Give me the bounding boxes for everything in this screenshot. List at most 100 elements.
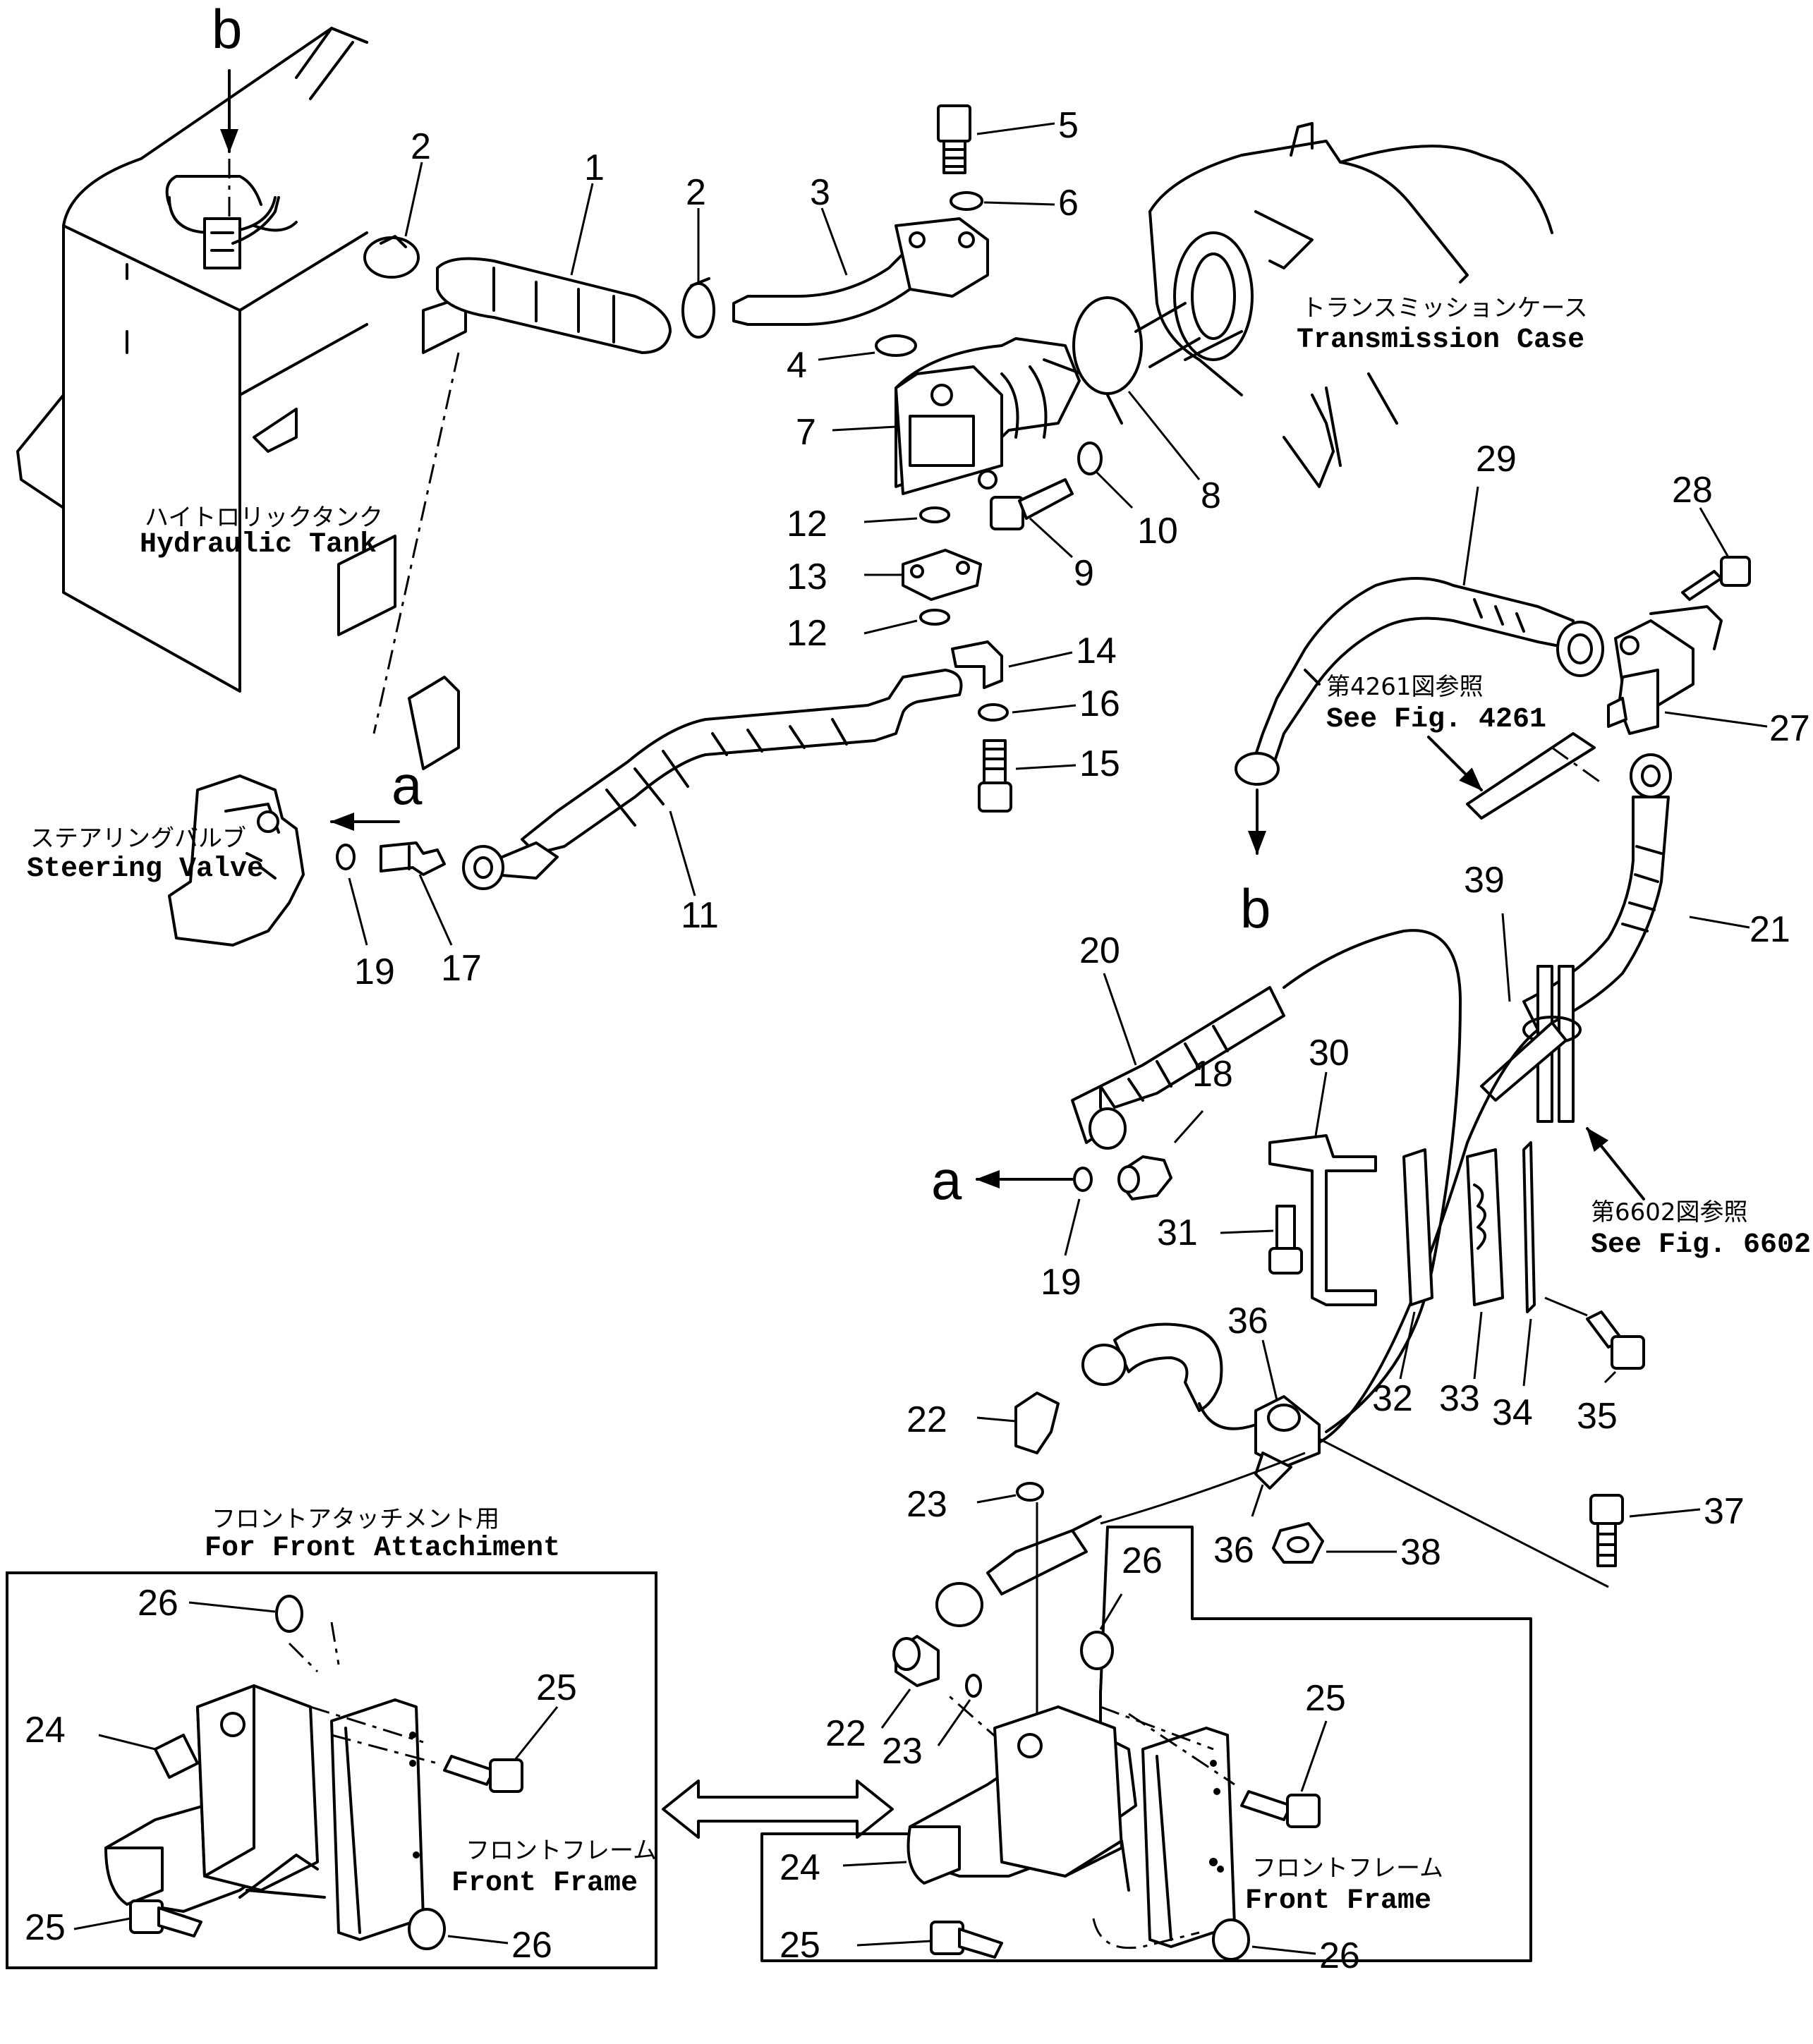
elbow-22 xyxy=(1014,1392,1060,1454)
steering-valve xyxy=(168,774,305,947)
callout-2a: 2 xyxy=(411,126,431,167)
callout-26b: 26 xyxy=(511,1925,552,1966)
callout-12a: 12 xyxy=(787,504,827,545)
marker-b-bottom: b xyxy=(1240,877,1271,939)
valve-24-right xyxy=(907,1705,1137,1892)
o-ring-23a xyxy=(1016,1482,1044,1502)
clip-14 xyxy=(951,640,1003,689)
callout-23b: 23 xyxy=(882,1731,923,1772)
o-ring-23b xyxy=(965,1674,982,1698)
callout-4: 4 xyxy=(787,345,807,386)
marker-b-top: b xyxy=(212,0,242,60)
front-frame-jp-label-right: フロントフレーム xyxy=(1252,1854,1443,1882)
front-attachment-jp-label: フロントアタッチメント用 xyxy=(212,1505,499,1533)
o-ring-12a xyxy=(919,506,950,523)
callout-22b: 22 xyxy=(825,1713,866,1754)
callout-19a: 19 xyxy=(354,951,395,992)
callout-28: 28 xyxy=(1672,470,1713,511)
marker-a-right: a xyxy=(931,1149,962,1211)
tee-27 xyxy=(1607,605,1723,735)
steering-valve-label: Steering Valve xyxy=(27,853,264,885)
see-fig-4261-jp: 第4261図参照 xyxy=(1326,673,1484,701)
marker-a-left: a xyxy=(392,754,423,816)
callout-3: 3 xyxy=(810,172,830,213)
callout-10: 10 xyxy=(1137,511,1178,552)
callout-19b: 19 xyxy=(1041,1262,1081,1303)
bolt-25c xyxy=(1240,1790,1321,1828)
pump-7 xyxy=(895,337,1123,495)
hose-11 xyxy=(462,669,963,890)
clamp-middle xyxy=(681,277,715,339)
hydraulic-tank xyxy=(16,27,467,770)
clamp-33 xyxy=(1466,1148,1504,1306)
see-fig-6602: See Fig. 6602 xyxy=(1591,1229,1811,1261)
elbow-22b xyxy=(892,1635,940,1687)
nut-26d xyxy=(1212,1918,1250,1961)
hose-upper xyxy=(1081,1322,1257,1430)
transmission-case xyxy=(1134,122,1553,488)
hose-20 xyxy=(1071,986,1285,1150)
callout-27: 27 xyxy=(1769,708,1810,749)
callout-22a: 22 xyxy=(907,1399,947,1440)
fitting-18 xyxy=(1117,1155,1172,1200)
callout-5: 5 xyxy=(1058,105,1079,146)
front-frame-jp-label-left: フロントフレーム xyxy=(466,1837,657,1865)
callout-39: 39 xyxy=(1464,860,1505,901)
clip-39 xyxy=(1480,965,1582,1123)
front-attachment-label: For Front Attachiment xyxy=(205,1533,560,1564)
callout-16: 16 xyxy=(1079,683,1120,724)
callout-23a: 23 xyxy=(907,1484,947,1525)
nut-26c xyxy=(1080,1631,1114,1670)
plate-34 xyxy=(1522,1141,1536,1313)
o-ring-4 xyxy=(875,334,917,357)
callout-31: 31 xyxy=(1157,1212,1198,1253)
callout-25c: 25 xyxy=(1305,1678,1346,1719)
callout-11: 11 xyxy=(681,895,719,936)
callout-25b: 25 xyxy=(25,1907,66,1948)
bolt-25d xyxy=(930,1921,1003,1959)
callout-24a: 24 xyxy=(25,1710,66,1751)
see-fig-4261: See Fig. 4261 xyxy=(1326,704,1546,736)
callout-26a: 26 xyxy=(138,1583,178,1624)
see-fig-6602-jp: 第6602図参照 xyxy=(1591,1198,1748,1227)
callout-29: 29 xyxy=(1476,439,1517,480)
callout-18: 18 xyxy=(1192,1054,1233,1095)
nut-26a xyxy=(275,1595,303,1633)
callout-17: 17 xyxy=(441,948,482,989)
callout-2b: 2 xyxy=(686,172,706,213)
o-ring-12b xyxy=(919,609,950,626)
callout-30: 30 xyxy=(1309,1033,1350,1073)
callout-12b: 12 xyxy=(787,613,827,654)
callout-37: 37 xyxy=(1704,1491,1745,1532)
bolt-5 xyxy=(937,104,971,174)
callout-21: 21 xyxy=(1750,909,1790,950)
washer-10 xyxy=(1077,442,1103,475)
front-attachment-panel: 26 25 24 フロントフレーム Front Frame 25 26 xyxy=(6,1571,657,1969)
callout-35: 35 xyxy=(1577,1396,1618,1437)
callout-9: 9 xyxy=(1074,553,1094,594)
o-ring-8 xyxy=(1072,296,1143,395)
bolt-35 xyxy=(1586,1310,1645,1370)
washer-16 xyxy=(978,703,1009,722)
bolt-15 xyxy=(978,739,1012,813)
callout-6: 6 xyxy=(1058,183,1079,224)
callout-26d: 26 xyxy=(1319,1935,1360,1976)
hydraulic-tank-label: Hydraulic Tank xyxy=(140,529,377,561)
callout-1: 1 xyxy=(584,147,605,188)
callout-26c: 26 xyxy=(1122,1540,1163,1581)
callout-8: 8 xyxy=(1201,475,1221,516)
front-frame-plate-left xyxy=(310,1698,438,1941)
steering-valve-jp-label: ステアリングバルブ xyxy=(30,825,246,853)
hose-29 xyxy=(1235,577,1604,786)
hose-1 xyxy=(436,257,672,354)
callout-25d: 25 xyxy=(780,1925,820,1966)
bolt-25b xyxy=(129,1899,202,1937)
bolt-37 xyxy=(1589,1494,1624,1567)
callout-36a: 36 xyxy=(1227,1301,1268,1342)
hose-lower xyxy=(935,1515,1102,1627)
callout-14: 14 xyxy=(1076,631,1117,671)
callout-38: 38 xyxy=(1400,1532,1441,1573)
transmission-case-label: Transmission Case xyxy=(1297,324,1584,356)
